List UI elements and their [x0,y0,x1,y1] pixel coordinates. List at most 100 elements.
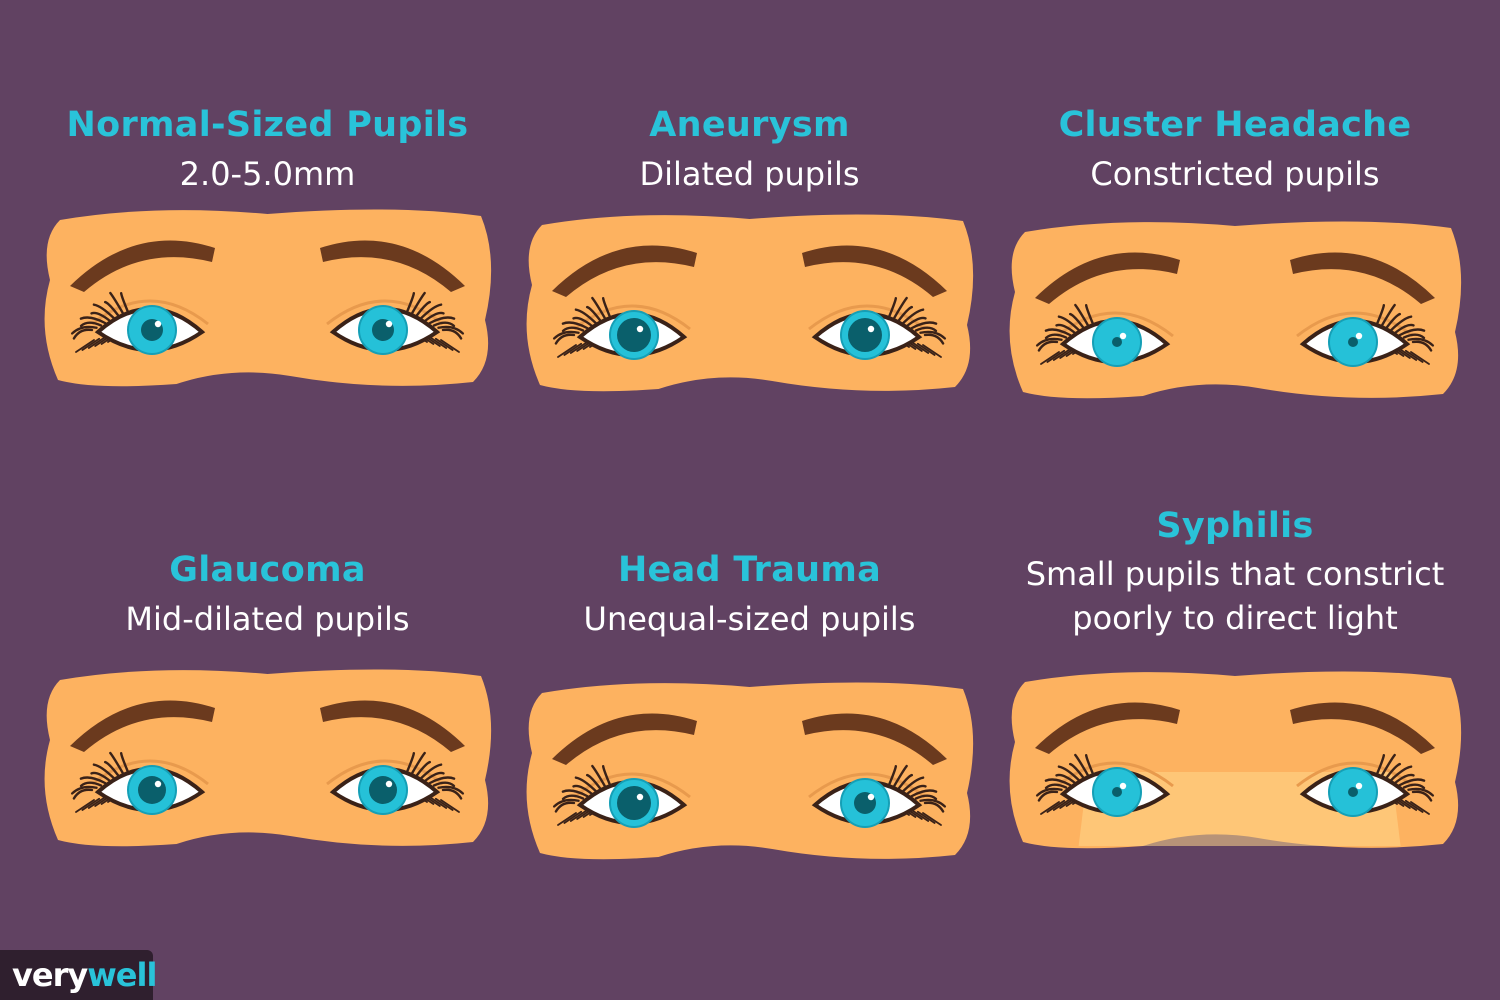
iris-ring [840,310,890,360]
eye-icon [808,764,947,828]
eyelash [1407,337,1435,347]
eyelash [919,330,947,340]
eyelash [561,794,585,801]
eyelash [410,751,426,776]
panel-syphilis: Syphilis Small pupils that constrict poo… [1005,500,1465,890]
face-illustration [526,214,974,392]
iris-ring [1092,767,1142,817]
lower-eyelash [434,337,454,351]
face-illustration [44,209,492,387]
eyelash [1393,323,1415,335]
eye-icon [1035,303,1174,367]
panel-subtitle-line-2: poorly to direct light [1072,599,1398,637]
eyelash [1044,333,1068,340]
eyelid-crease [573,304,691,331]
eyelash [79,316,107,325]
eyelash [90,771,112,783]
eyelash [119,292,130,314]
eyelash [1393,773,1415,785]
skin-band [526,682,974,860]
eyelash [901,308,925,325]
panel-cluster-headache: Cluster Headache Constricted pupils [1005,100,1465,410]
lower-eyelash [1046,349,1066,363]
panel-glaucoma: Glaucoma Mid-dilated pupils [40,545,495,875]
eyelash [92,303,116,320]
eyelash [414,760,432,778]
lower-eyelash [922,812,942,826]
lower-eyelash [922,344,942,358]
iris-ring [358,305,408,355]
eyelash [1037,340,1059,352]
panel-subtitle-line-1: Small pupils that constrict [1025,555,1445,593]
eyelash [892,764,908,789]
eyelid-crease [1056,311,1174,338]
lower-eyelash [1052,798,1071,811]
eyelash [1375,304,1386,326]
eyebrow-icon [552,713,697,765]
lower-eyelash [81,797,101,811]
eye-highlight [385,320,393,328]
lower-eyelash [1399,348,1418,361]
eyelash [1389,315,1413,332]
eyelash [1068,312,1086,330]
lower-eyelash [911,809,930,822]
skin-band [44,669,492,847]
eyelash [109,291,125,316]
eyelash [1411,340,1433,352]
panel-title: Aneurysm [649,105,850,145]
iris-ring [1328,767,1378,817]
lower-eyelash [1410,351,1430,365]
eyelash [405,752,416,774]
eyelash [70,325,98,335]
lower-eyelash [429,336,448,349]
eyebrow-icon [1035,252,1180,304]
pupil [369,776,397,804]
lower-eyelash [434,797,454,811]
eyelid-crease [808,304,926,331]
eyelash [1380,753,1396,778]
panel-title: Cluster Headache [1058,105,1412,145]
eyelash [1068,762,1086,780]
panel-aneurysm: Aneurysm Dilated pupils [522,100,977,410]
panel-subtitle: Dilated pupils [639,155,860,193]
lower-eyelash [569,809,588,822]
eye-highlight [1355,332,1363,340]
eyelash [910,321,938,330]
eyelash [1044,783,1068,790]
eyelash [119,752,130,774]
eyelash [591,764,607,789]
lower-eyelash [1404,799,1424,813]
eyelash [441,788,463,800]
eyelash [561,321,589,330]
iris-ring [1092,317,1142,367]
lower-eyelash [1399,798,1418,811]
eyelash [1044,778,1072,787]
eyelash [901,776,925,793]
eyelash [1057,315,1081,332]
eyelash [1398,328,1426,337]
eyebrow-icon [1035,702,1180,754]
eyelash [79,776,107,785]
lower-eyelash [563,810,583,824]
lower-eyelash [557,344,577,358]
eyelash [591,296,607,321]
eyelid-crease [1296,761,1414,788]
panel-subtitle: Unequal-sized pupils [583,600,916,638]
eyebrow-icon [552,245,697,297]
panel-title: Syphilis [1156,506,1314,546]
eyelash [1407,787,1435,797]
eye-highlight [154,780,162,788]
face-illustration [1009,221,1462,399]
eyelash [601,765,612,787]
verywell-logo: verywell [0,950,157,1000]
eyelash [1384,762,1402,780]
eyelash [1037,790,1059,802]
panel-head-trauma: Head Trauma Unequal-sized pupils [522,545,977,875]
panel-subtitle: Mid-dilated pupils [125,600,410,638]
eyelash [1398,778,1426,787]
eyebrow-icon [320,240,465,292]
eyelash [572,316,594,328]
eye-icon [326,291,465,355]
logo-text: verywell [12,956,157,994]
eyebrow-icon [70,700,215,752]
